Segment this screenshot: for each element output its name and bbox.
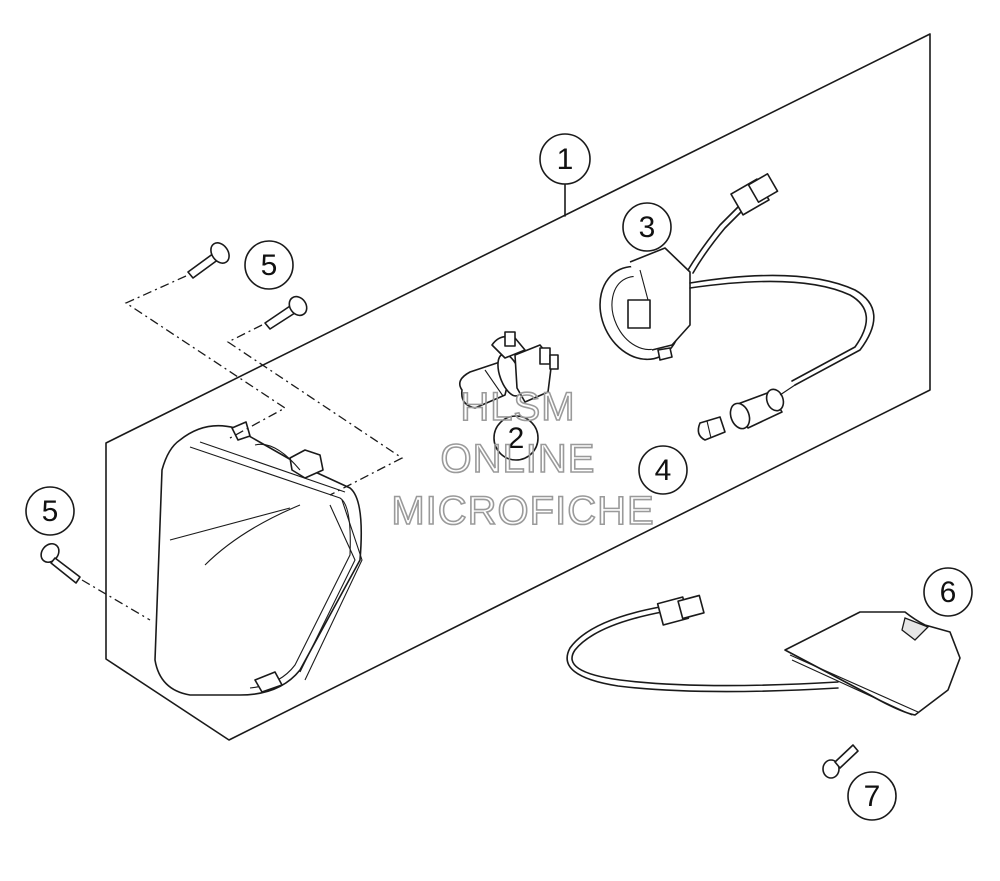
callout-6: 6 — [923, 567, 973, 617]
bolt-upper-2 — [264, 295, 308, 330]
mount-dash-upper-1 — [124, 275, 287, 439]
callout-7-label: 7 — [864, 780, 881, 813]
mount-dash-upper-2 — [226, 324, 404, 496]
callout-6-label: 6 — [940, 576, 957, 609]
parking-light-unit — [566, 594, 961, 716]
callout-2-label: 2 — [508, 422, 525, 455]
callout-3-label: 3 — [639, 211, 656, 244]
callout-5-upper-label: 5 — [261, 249, 278, 282]
bolt-item7 — [822, 744, 859, 779]
callout-5-upper: 5 — [244, 240, 294, 290]
assembly-frame — [105, 33, 931, 741]
callout-4-label: 4 — [655, 454, 672, 487]
parking-bulb-holder — [729, 384, 796, 430]
watermark-line-3: MICROFICHE — [391, 489, 654, 533]
watermark-line-2: ONLINE — [441, 437, 596, 481]
bolt-left — [40, 542, 81, 584]
callout-7: 7 — [847, 771, 897, 821]
mount-dash-left — [81, 579, 151, 621]
bulb-socket-wiring — [599, 173, 875, 386]
parking-bulb — [697, 416, 726, 441]
headlight-housing — [154, 421, 363, 696]
callout-1: 1 — [539, 133, 591, 185]
watermark: HLSM ONLINE MICROFICHE — [391, 384, 655, 534]
callout-5-left-label: 5 — [42, 495, 59, 528]
h4-bulb — [459, 331, 559, 409]
callout-4: 4 — [638, 445, 688, 495]
callout-1-label: 1 — [557, 143, 574, 176]
watermark-line-1: HLSM — [460, 385, 575, 429]
callout-3: 3 — [622, 202, 672, 252]
callout-5-left: 5 — [25, 486, 75, 536]
callout-2: 2 — [493, 415, 539, 461]
bolt-upper-1 — [187, 242, 230, 279]
